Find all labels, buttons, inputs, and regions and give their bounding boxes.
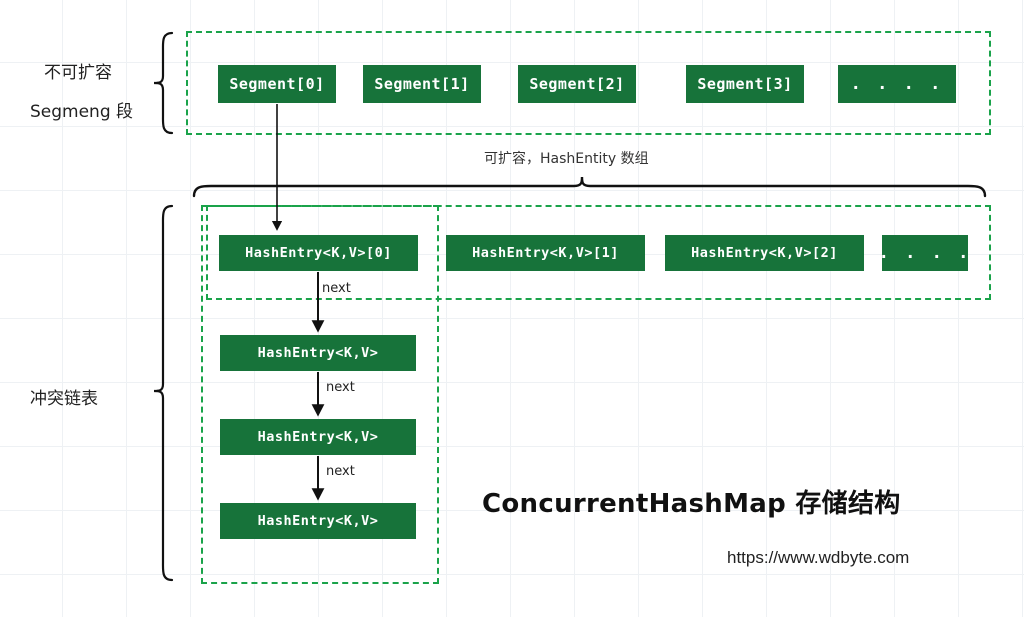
label-next-1: next — [326, 380, 355, 395]
chain-node-box-0: HashEntry<K,V> — [220, 335, 416, 371]
collision-chain-dashed-container — [201, 205, 439, 584]
label-next-0: next — [322, 281, 351, 296]
segment-box-ellipsis: . . . . — [838, 65, 956, 103]
hashentry-array-box-2: HashEntry<K,V>[2] — [665, 235, 864, 271]
label-collision-chain: 冲突链表 — [30, 389, 98, 409]
label-not-resizable-line1: 不可扩容 — [44, 63, 112, 83]
segment-box-1: Segment[1] — [363, 65, 481, 103]
label-not-resizable-line2: Segmeng 段 — [30, 102, 134, 122]
chain-node-box-1: HashEntry<K,V> — [220, 419, 416, 455]
label-resizable-hashentity-array: 可扩容，HashEntity 数组 — [484, 151, 649, 167]
diagram-title: ConcurrentHashMap 存储结构 — [482, 489, 901, 519]
segment-box-2: Segment[2] — [518, 65, 636, 103]
hashentry-array-box-0: HashEntry<K,V>[0] — [219, 235, 418, 271]
hashentry-array-dashed-container — [206, 205, 991, 300]
segment-box-3: Segment[3] — [686, 65, 804, 103]
chain-node-box-2: HashEntry<K,V> — [220, 503, 416, 539]
hashentry-array-box-ellipsis: . . . . — [879, 235, 968, 271]
segments-dashed-container — [186, 31, 991, 135]
hashentry-array-box-1: HashEntry<K,V>[1] — [446, 235, 645, 271]
diagram-source-url: https://www.wdbyte.com — [727, 548, 910, 567]
segment-box-0: Segment[0] — [218, 65, 336, 103]
label-next-2: next — [326, 464, 355, 479]
